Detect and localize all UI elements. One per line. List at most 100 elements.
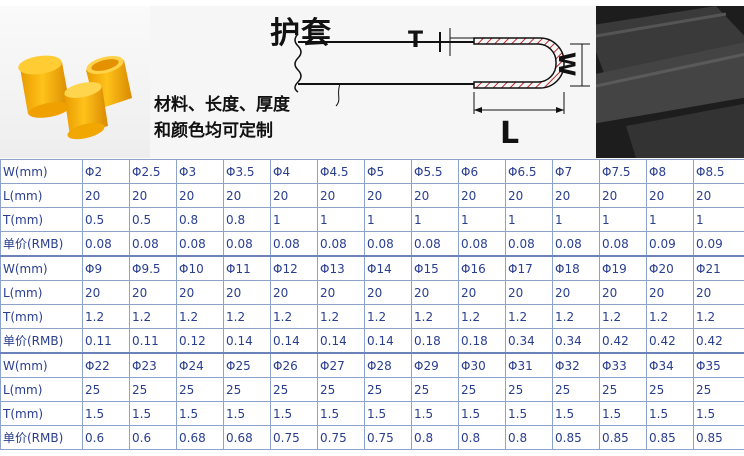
table-cell: 1.2: [552, 304, 600, 329]
table-cell: 1: [458, 207, 506, 232]
table-cell: 0.8: [458, 425, 506, 450]
custom-note-line1: 材料、长度、厚度: [154, 95, 290, 115]
table-cell: 1: [693, 207, 744, 232]
table-cell: 20: [364, 183, 412, 208]
table-cell: 25: [223, 377, 271, 402]
table-cell: Φ21: [693, 255, 744, 281]
table-cell: 0.12: [176, 328, 224, 354]
table-cell: 20: [176, 280, 224, 305]
product-banner: 护套 T W L 材料、长度、厚度 和颜色均可定制: [0, 0, 744, 159]
table-cell: Φ2: [82, 159, 130, 184]
table-cell: 25: [129, 377, 177, 402]
table-cell: Φ23: [129, 352, 177, 378]
table-cell: 1.2: [693, 304, 744, 329]
length-label: L: [500, 116, 520, 151]
table-cell: 0.08: [364, 231, 412, 257]
table-cell: 0.08: [552, 231, 600, 257]
thickness-label: T: [408, 28, 424, 53]
table-cell: Φ13: [317, 255, 365, 281]
table-cell: 25: [552, 377, 600, 402]
table-cell: 0.68: [176, 425, 224, 450]
table-cell: Φ20: [646, 255, 694, 281]
table-cell: Φ14: [364, 255, 412, 281]
table-cell: Φ30: [458, 352, 506, 378]
table-cell: 0.08: [458, 231, 506, 257]
table-cell: 0.75: [364, 425, 412, 450]
table-cell: 0.11: [82, 328, 130, 354]
table-cell: 0.08: [129, 231, 177, 257]
table-cell: Φ29: [411, 352, 459, 378]
table-cell: 1.2: [317, 304, 365, 329]
table-cell: 1.5: [599, 401, 647, 426]
table-cell: 1: [599, 207, 647, 232]
table-cell: 20: [599, 280, 647, 305]
table-cell: 25: [270, 377, 318, 402]
table-cell: 0.18: [458, 328, 506, 354]
table-cell: 0.34: [505, 328, 553, 354]
table-cell: 0.85: [599, 425, 647, 450]
table-cell: Φ4: [270, 159, 318, 184]
table-cell: 20: [270, 280, 318, 305]
table-cell: 20: [693, 280, 744, 305]
table-cell: 20: [411, 183, 459, 208]
table-cell: 20: [223, 280, 271, 305]
table-cell: 0.14: [364, 328, 412, 354]
row-label: W(mm): [0, 159, 83, 184]
table-cell: 0.6: [129, 425, 177, 450]
table-cell: 0.14: [223, 328, 271, 354]
table-cell: 1.5: [270, 401, 318, 426]
diagram-title: 护套: [270, 16, 332, 51]
table-cell: 20: [176, 183, 224, 208]
table-cell: Φ2.5: [129, 159, 177, 184]
table-cell: 20: [505, 183, 553, 208]
table-cell: 20: [129, 183, 177, 208]
table-cell: 25: [364, 377, 412, 402]
dark-sleeves-photo: [586, 6, 744, 158]
table-cell: 20: [82, 280, 130, 305]
table-cell: Φ15: [411, 255, 459, 281]
table-cell: 1.5: [223, 401, 271, 426]
table-cell: 1.2: [129, 304, 177, 329]
table-cell: Φ35: [693, 352, 744, 378]
table-cell: Φ27: [317, 352, 365, 378]
table-cell: 20: [458, 280, 506, 305]
row-label: 单价(RMB): [0, 231, 83, 257]
table-cell: 1: [646, 207, 694, 232]
table-cell: 0.85: [693, 425, 744, 450]
table-cell: 1.5: [505, 401, 553, 426]
table-cell: 20: [505, 280, 553, 305]
table-cell: Φ24: [176, 352, 224, 378]
table-cell: Φ18: [552, 255, 600, 281]
table-cell: Φ26: [270, 352, 318, 378]
table-cell: 0.08: [411, 231, 459, 257]
table-cell: 0.08: [176, 231, 224, 257]
table-cell: 0.5: [129, 207, 177, 232]
table-cell: 0.08: [223, 231, 271, 257]
table-cell: Φ9: [82, 255, 130, 281]
table-cell: 1.2: [82, 304, 130, 329]
table-cell: 0.08: [599, 231, 647, 257]
table-cell: Φ10: [176, 255, 224, 281]
table-cell: 25: [505, 377, 553, 402]
table-cell: 1.2: [223, 304, 271, 329]
table-cell: 1.5: [364, 401, 412, 426]
table-cell: 1.5: [458, 401, 506, 426]
table-cell: Φ3.5: [223, 159, 271, 184]
sleeve-dimension-diagram: 护套 T W L 材料、长度、厚度 和颜色均可定制: [150, 6, 596, 158]
table-cell: 0.75: [270, 425, 318, 450]
table-cell: 1: [270, 207, 318, 232]
table-cell: 25: [317, 377, 365, 402]
table-cell: Φ6: [458, 159, 506, 184]
table-cell: 25: [693, 377, 744, 402]
table-cell: 25: [599, 377, 647, 402]
table-cell: Φ19: [599, 255, 647, 281]
table-cell: 25: [411, 377, 459, 402]
table-cell: 1.5: [82, 401, 130, 426]
